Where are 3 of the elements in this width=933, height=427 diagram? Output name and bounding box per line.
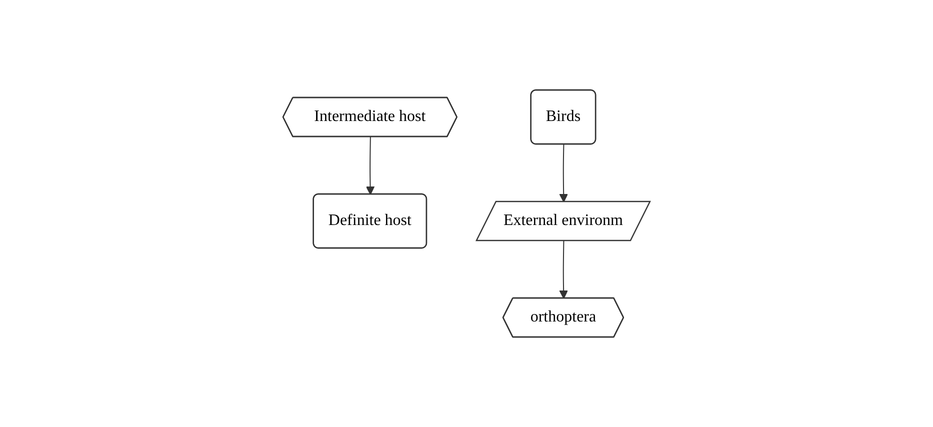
arrow xyxy=(559,144,568,202)
arrow xyxy=(559,240,568,299)
arrow xyxy=(366,136,375,195)
